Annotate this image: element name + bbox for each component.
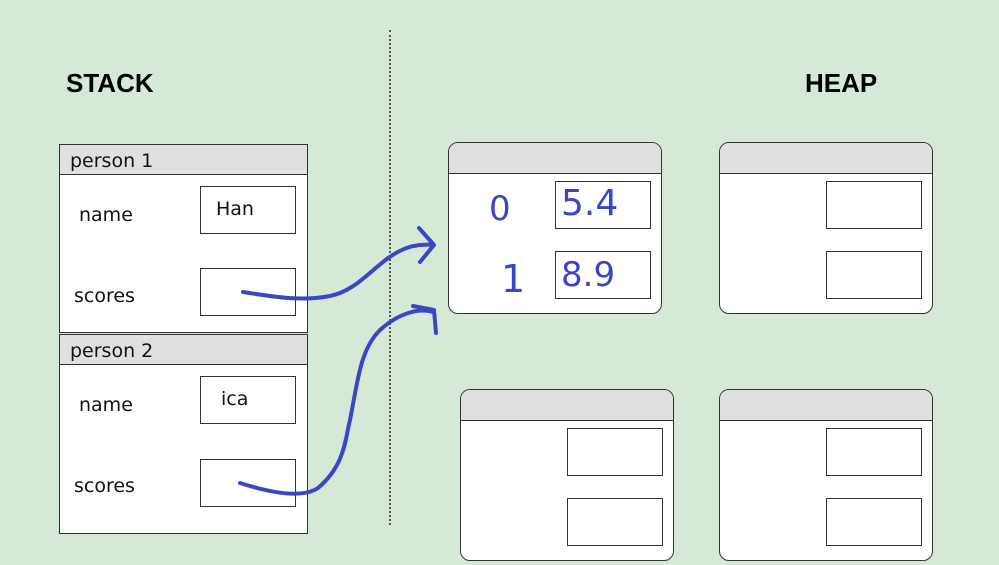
stack-heap-divider xyxy=(389,30,391,525)
scores-slot xyxy=(200,459,296,507)
array-cell-0 xyxy=(555,181,651,229)
scores-label: scores xyxy=(74,285,135,307)
index-0-label: 0 xyxy=(489,189,511,229)
array-cell-1 xyxy=(826,251,922,299)
arrowhead-person-2 xyxy=(411,304,438,335)
arrowhead-person-1 xyxy=(417,226,436,264)
heap-title: HEAP xyxy=(805,68,878,98)
name-label: name xyxy=(79,394,133,416)
array-cell-1 xyxy=(567,498,663,546)
heap-object-array: 0 1 5.4 8.9 xyxy=(448,142,662,314)
name-value: ica xyxy=(221,388,249,410)
heap-object-empty-bottom-right xyxy=(719,389,933,561)
array-cell-1 xyxy=(826,498,922,546)
array-cell-0 xyxy=(567,428,663,476)
name-value: Han xyxy=(216,198,254,220)
value-0: 5.4 xyxy=(561,183,619,224)
array-cell-0 xyxy=(826,428,922,476)
value-1: 8.9 xyxy=(561,255,616,295)
object-header xyxy=(449,143,661,174)
frame-header: person 2 xyxy=(60,335,307,365)
stack-title: STACK xyxy=(66,68,154,98)
name-label: name xyxy=(79,204,133,226)
name-slot: ica xyxy=(200,376,296,424)
array-cell-1 xyxy=(555,251,651,299)
scores-label: scores xyxy=(74,475,135,497)
scores-slot xyxy=(200,268,296,316)
stack-frame-person-1: person 1 name Han scores xyxy=(59,144,308,333)
index-1-label: 1 xyxy=(501,257,526,301)
object-header xyxy=(461,390,673,421)
heap-object-empty-bottom-left xyxy=(460,389,674,561)
stack-frame-person-2: person 2 name ica scores xyxy=(59,334,308,534)
heap-object-empty-top-right xyxy=(719,142,933,314)
array-cell-0 xyxy=(826,181,922,229)
object-header xyxy=(720,143,932,174)
name-slot: Han xyxy=(200,186,296,234)
object-header xyxy=(720,390,932,421)
frame-header: person 1 xyxy=(60,145,307,175)
